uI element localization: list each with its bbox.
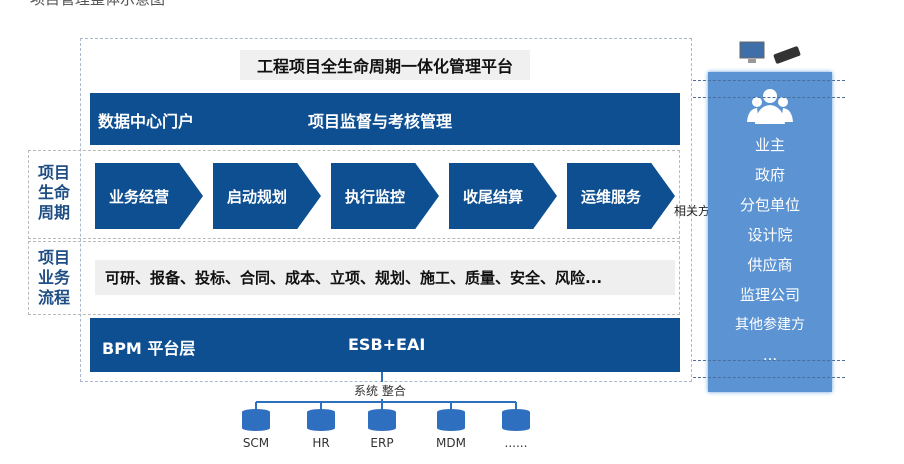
stakeholders-panel: 业主 政府 分包单位 设计院 供应商 监理公司 其他参建方 ... (708, 72, 832, 392)
integration-lines (242, 372, 530, 431)
stakeholder: 监理公司 (739, 286, 800, 304)
stage-operations: 运维服务 (567, 163, 675, 229)
process-section (28, 241, 680, 315)
stakeholder: 设计院 (747, 226, 793, 244)
divider (693, 80, 845, 81)
devices-icon (739, 41, 801, 64)
platform-title: 工程项目全生命周期一体化管理平台 (240, 50, 530, 80)
database-icon (502, 409, 530, 431)
stakeholder: 分包单位 (739, 196, 800, 214)
supervision-management: 项目监督与考核管理 (308, 112, 453, 131)
stakeholder: 业主 (754, 136, 785, 154)
database-icon (307, 409, 335, 431)
database-icon (368, 409, 396, 431)
lifecycle-label: 项目 生命 周期 (30, 163, 78, 223)
process-label: 项目 业务 流程 (30, 248, 78, 308)
database-icon (437, 409, 465, 431)
portal-bar: 数据中心门户 项目监督与考核管理 (90, 93, 680, 145)
esb-eai: ESB+EAI (348, 335, 426, 354)
system-more: ...... (504, 436, 528, 450)
label-line: 项目 (37, 163, 70, 182)
divider (693, 97, 845, 98)
label-line: 项目 (37, 248, 70, 267)
integration-label: 系统 整合 (354, 382, 406, 399)
system-scm: SCM (242, 436, 270, 450)
platform-layer-bar: BPM 平台层 ESB+EAI (90, 318, 680, 372)
platform-frame (80, 38, 692, 382)
divider (693, 377, 845, 378)
stakeholder: ... (762, 346, 778, 364)
system-mdm: MDM (436, 436, 466, 450)
label-line: 周期 (37, 203, 70, 222)
system-hr: HR (312, 436, 330, 450)
stage-business: 业务经营 (95, 163, 203, 229)
database-icon (242, 409, 270, 431)
stage-execution: 执行监控 (331, 163, 439, 229)
system-erp: ERP (370, 436, 394, 450)
diagram-caption: 项目管理整体示意图 (30, 0, 165, 9)
stakeholder: 供应商 (747, 256, 793, 274)
bpm-layer: BPM 平台层 (102, 339, 196, 358)
label-line: 生命 (37, 183, 70, 202)
stage-planning: 启动规划 (213, 163, 321, 229)
label-line: 业务 (37, 268, 70, 287)
data-center-portal: 数据中心门户 (98, 112, 195, 131)
divider (693, 360, 845, 361)
process-list: 可研、报备、投标、合同、成本、立项、规划、施工、质量、安全、风险... (95, 260, 675, 295)
lifecycle-section (28, 150, 680, 239)
stage-closing: 收尾结算 (449, 163, 557, 229)
stakeholder: 其他参建方 (735, 317, 805, 333)
people-icon (747, 89, 793, 124)
stakeholder: 政府 (754, 166, 785, 184)
label-line: 流程 (37, 288, 70, 307)
stakeholders-label: 相关方 (674, 204, 711, 218)
